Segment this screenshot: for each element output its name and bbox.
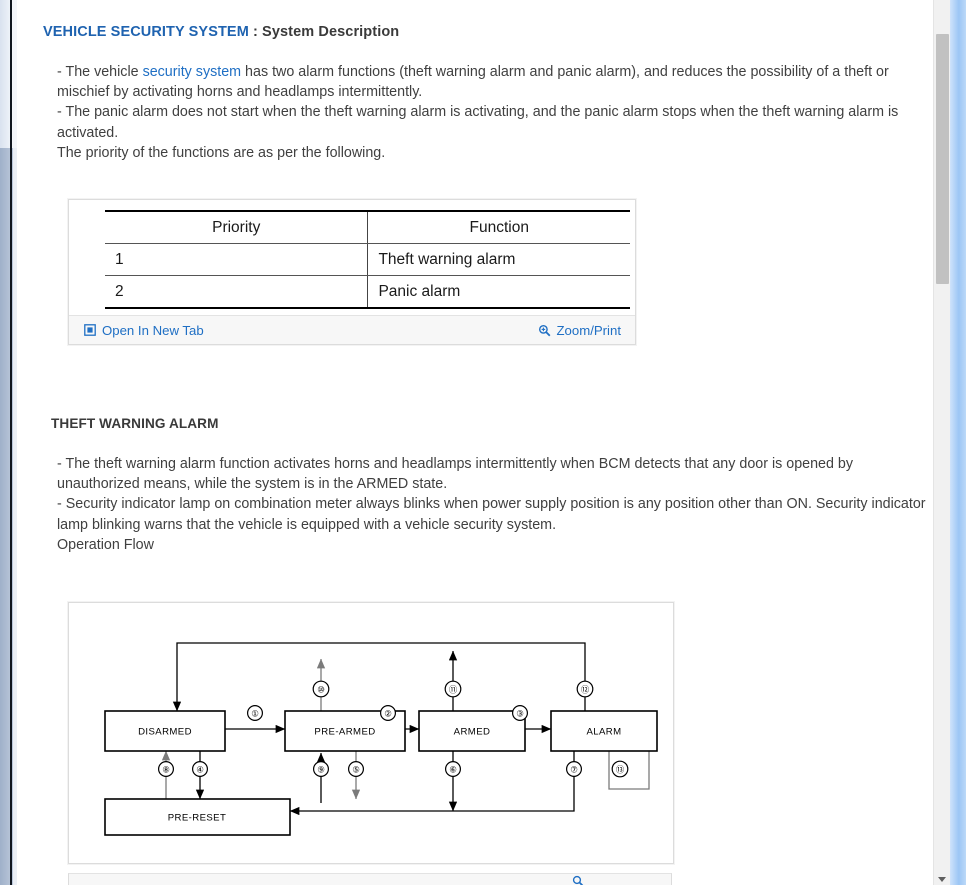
transition-number-3: ③: [516, 709, 524, 719]
state-label-armed: ARMED: [454, 727, 491, 738]
transition-number-1: ①: [251, 709, 259, 719]
intro-paragraph-1: - The vehicle security system has two al…: [43, 62, 927, 102]
zoom-print-label: Zoom/Print: [556, 322, 622, 338]
magnifier-icon: [538, 324, 551, 337]
intro-p1-text-a: - The vehicle: [57, 64, 143, 80]
vertical-scrollbar[interactable]: [933, 0, 950, 885]
state-node-pre-reset: PRE-RESET: [104, 798, 291, 836]
transition-marker-1: ①: [247, 705, 264, 722]
left-panel-top-band: [0, 0, 17, 148]
intro-p1-text-b: has two alarm functions (theft warning a…: [57, 64, 889, 101]
state-label-pre-armed: PRE-ARMED: [314, 727, 375, 738]
state-label-disarmed: DISARMED: [138, 727, 192, 738]
column-header-priority: Priority: [105, 210, 368, 245]
open-in-new-tab-icon: [83, 324, 96, 337]
transition-marker-2: ②: [380, 705, 397, 722]
column-header-function: Function: [367, 210, 630, 245]
left-panel-inner-edge: [13, 0, 17, 885]
section-title-theft-warning-alarm: THEFT WARNING ALARM: [51, 416, 219, 432]
state-machine-diagram: DISARMED PRE-ARMED ARMED ALARM PRE-RESET: [104, 642, 658, 836]
cell-priority-1: 1: [105, 243, 368, 277]
theft-paragraph-2: - Security indicator lamp on combination…: [57, 496, 926, 533]
page-title-suffix: : System Description: [248, 24, 400, 40]
intro-paragraph-3: The priority of the functions are as per…: [57, 144, 386, 161]
transition-marker-7: ⑦: [566, 761, 583, 778]
vertical-scroll-thumb[interactable]: [936, 34, 949, 284]
priority-table-figure: Priority Function 1 Theft warning alarm …: [68, 199, 636, 346]
transition-marker-11: ⑪: [444, 680, 462, 698]
table-row: 2 Panic alarm: [105, 275, 630, 310]
diagram-figure-footer-clipped[interactable]: [68, 873, 672, 885]
transition-number-8: ⑧: [162, 765, 170, 775]
document-content-area: VEHICLE SECURITY SYSTEM : System Descrip…: [17, 0, 933, 885]
transition-marker-13: ⑬: [611, 760, 629, 778]
magnifier-icon: [572, 875, 584, 885]
priority-table-body: Priority Function 1 Theft warning alarm …: [69, 200, 635, 315]
transition-marker-8: ⑧: [157, 761, 174, 778]
state-node-alarm: ALARM: [550, 710, 658, 752]
open-in-new-tab-button[interactable]: Open In New Tab: [83, 323, 204, 338]
state-node-disarmed: DISARMED: [104, 710, 226, 752]
transition-number-2: ②: [384, 709, 392, 719]
transition-marker-3: ③: [512, 705, 529, 722]
transition-marker-5: ⑤: [348, 761, 365, 778]
scroll-down-arrow[interactable]: [938, 877, 946, 882]
left-panel-body-band: [0, 148, 17, 885]
open-in-new-tab-label: Open In New Tab: [102, 322, 204, 338]
left-edge-panel: [0, 0, 17, 885]
zoom-print-button[interactable]: Zoom/Print: [538, 322, 622, 338]
transition-number-10: ⑩: [317, 685, 325, 695]
cell-function-2: Panic alarm: [367, 275, 630, 310]
transition-number-5: ⑤: [352, 765, 360, 775]
transition-number-9: ⑨: [317, 765, 325, 775]
transition-marker-4: ④: [191, 761, 208, 778]
right-edge-panel: [950, 0, 966, 885]
transition-number-13: ⑬: [616, 765, 625, 775]
transition-marker-12: ⑫: [576, 680, 594, 698]
transition-marker-6: ⑥: [445, 761, 462, 778]
theft-paragraph-1: - The theft warning alarm function activ…: [57, 456, 854, 493]
state-label-alarm: ALARM: [586, 727, 621, 738]
intro-paragraph-2: - The panic alarm does not start when th…: [57, 104, 899, 141]
theft-section-paragraphs: - The theft warning alarm function activ…: [43, 454, 927, 555]
transition-number-4: ④: [196, 765, 204, 775]
state-node-armed: ARMED: [418, 710, 526, 752]
cell-priority-2: 2: [105, 275, 368, 310]
state-diagram-container: DISARMED PRE-ARMED ARMED ALARM PRE-RESET: [69, 603, 673, 863]
left-panel-divider: [10, 0, 12, 885]
transition-number-6: ⑥: [449, 765, 457, 775]
transition-number-12: ⑫: [581, 685, 590, 695]
theft-paragraph-3: Operation Flow: [57, 536, 154, 553]
cell-function-1: Theft warning alarm: [367, 243, 630, 277]
priority-table: Priority Function 1 Theft warning alarm …: [105, 210, 630, 310]
transition-number-7: ⑦: [570, 765, 578, 775]
transition-number-11: ⑪: [449, 685, 458, 695]
transition-marker-10: ⑩: [312, 680, 330, 698]
priority-table-head: Priority Function: [105, 210, 630, 245]
figure-footer-bar: Open In New Tab Zoom/Print: [69, 315, 635, 345]
state-label-pre-reset: PRE-RESET: [168, 813, 227, 824]
page-title-system-name: VEHICLE SECURITY SYSTEM: [43, 24, 249, 40]
page-title: VEHICLE SECURITY SYSTEM : System Descrip…: [43, 24, 933, 40]
table-row: 1 Theft warning alarm: [105, 243, 630, 277]
priority-table-body-rows: 1 Theft warning alarm 2 Panic alarm: [105, 243, 630, 310]
operation-flow-figure: DISARMED PRE-ARMED ARMED ALARM PRE-RESET: [68, 602, 674, 865]
security-system-link[interactable]: security system: [142, 64, 242, 80]
table-header-row: Priority Function: [105, 210, 630, 245]
intro-paragraphs: - The vehicle security system has two al…: [43, 62, 927, 163]
transition-marker-9: ⑨: [313, 761, 330, 778]
